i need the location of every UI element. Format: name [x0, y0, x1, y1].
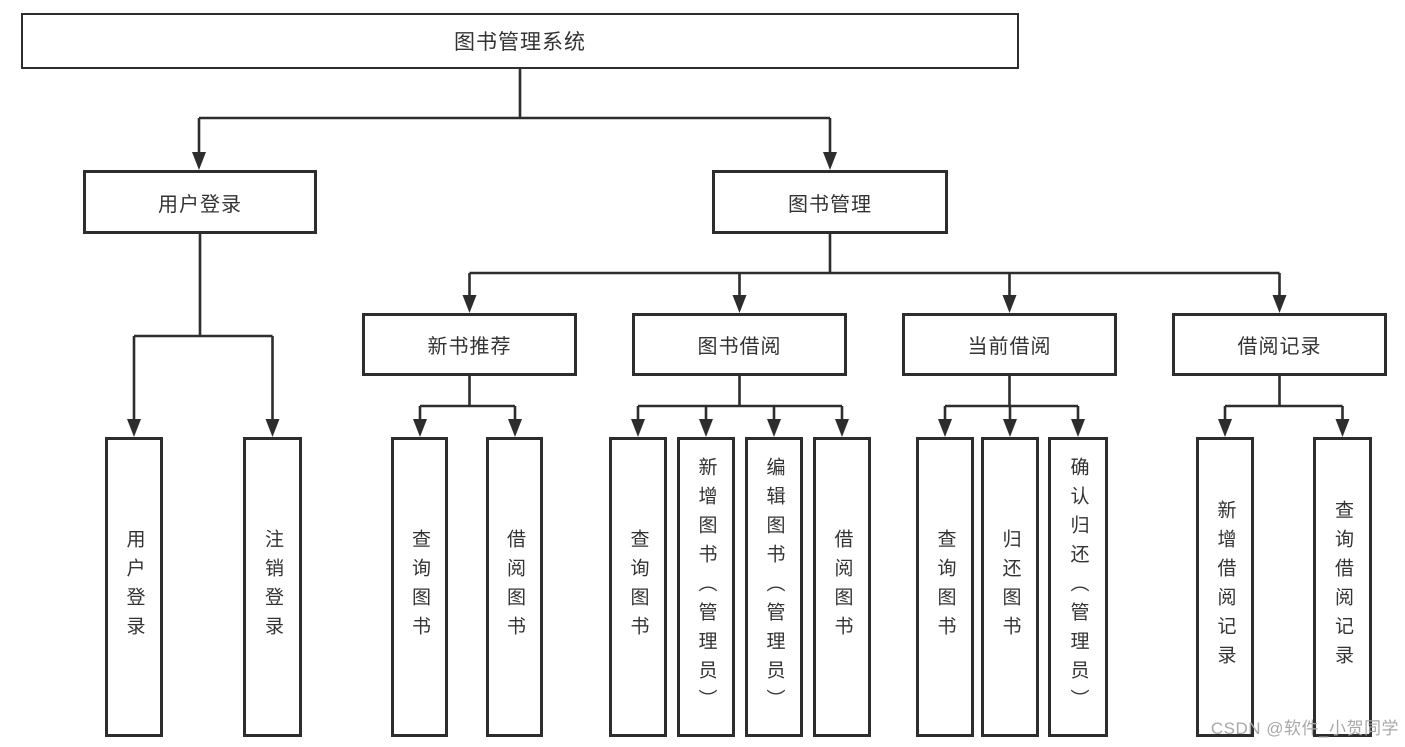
leaf-user-login: 用户登录 [105, 437, 163, 737]
leaf-recommend-query-books-label: 查询图书 [409, 529, 430, 645]
arrowheads [127, 152, 1350, 437]
csdn-watermark: CSDN @软件_小贺同学 [1210, 719, 1399, 738]
leaf-borrowing-query-books: 查询图书 [609, 437, 667, 737]
node-user-login-label: 用户登录 [158, 193, 242, 216]
node-book-borrowing: 图书借阅 [632, 313, 847, 376]
node-book-borrowing-label: 图书借阅 [697, 336, 782, 358]
leaf-add-books-admin: 新增图书（管理员） [677, 437, 735, 737]
leaf-logout-label: 注销登录 [262, 529, 283, 645]
leaf-recommend-borrow-books-label: 借阅图书 [504, 529, 525, 645]
node-new-book-recommend: 新书推荐 [362, 313, 577, 376]
leaf-borrowing-borrow-books-label: 借阅图书 [831, 529, 853, 645]
node-book-management-label: 图书管理 [788, 193, 872, 216]
leaf-query-borrow-record-label: 查询借阅记录 [1332, 500, 1353, 674]
leaf-add-borrow-record: 新增借阅记录 [1196, 437, 1254, 737]
leaf-add-borrow-record-label: 新增借阅记录 [1214, 500, 1236, 674]
leaf-confirm-return-admin-label: 确认归还（管理员） [1067, 456, 1089, 718]
leaf-current-query-books: 查询图书 [916, 437, 974, 737]
leaf-return-books-label: 归还图书 [999, 529, 1021, 645]
leaf-current-query-books-label: 查询图书 [934, 529, 956, 645]
node-new-book-recommend-label: 新书推荐 [427, 336, 512, 358]
connector-paths [132, 69, 1344, 421]
leaf-confirm-return-admin: 确认归还（管理员） [1048, 437, 1108, 737]
node-borrowing-records-label: 借阅记录 [1237, 336, 1322, 358]
leaf-edit-books-admin-label: 编辑图书（管理员） [763, 456, 785, 718]
node-current-borrowing-label: 当前借阅 [967, 336, 1052, 358]
node-book-management: 图书管理 [712, 170, 948, 234]
node-borrowing-records: 借阅记录 [1172, 313, 1387, 376]
leaf-add-books-admin-label: 新增图书（管理员） [695, 456, 717, 718]
node-current-borrowing: 当前借阅 [902, 313, 1117, 376]
leaf-query-borrow-record: 查询借阅记录 [1313, 437, 1372, 737]
leaf-return-books: 归还图书 [981, 437, 1039, 737]
node-library-system-label: 图书管理系统 [454, 31, 586, 54]
leaf-recommend-borrow-books: 借阅图书 [486, 437, 543, 737]
leaf-borrowing-query-books-label: 查询图书 [627, 529, 649, 645]
leaf-edit-books-admin: 编辑图书（管理员） [745, 437, 803, 737]
leaf-recommend-query-books: 查询图书 [391, 437, 448, 737]
leaf-user-login-label: 用户登录 [123, 529, 145, 645]
node-library-system: 图书管理系统 [21, 13, 1019, 69]
leaf-borrowing-borrow-books: 借阅图书 [813, 437, 871, 737]
node-user-login: 用户登录 [83, 170, 317, 234]
leaf-logout: 注销登录 [243, 437, 302, 737]
